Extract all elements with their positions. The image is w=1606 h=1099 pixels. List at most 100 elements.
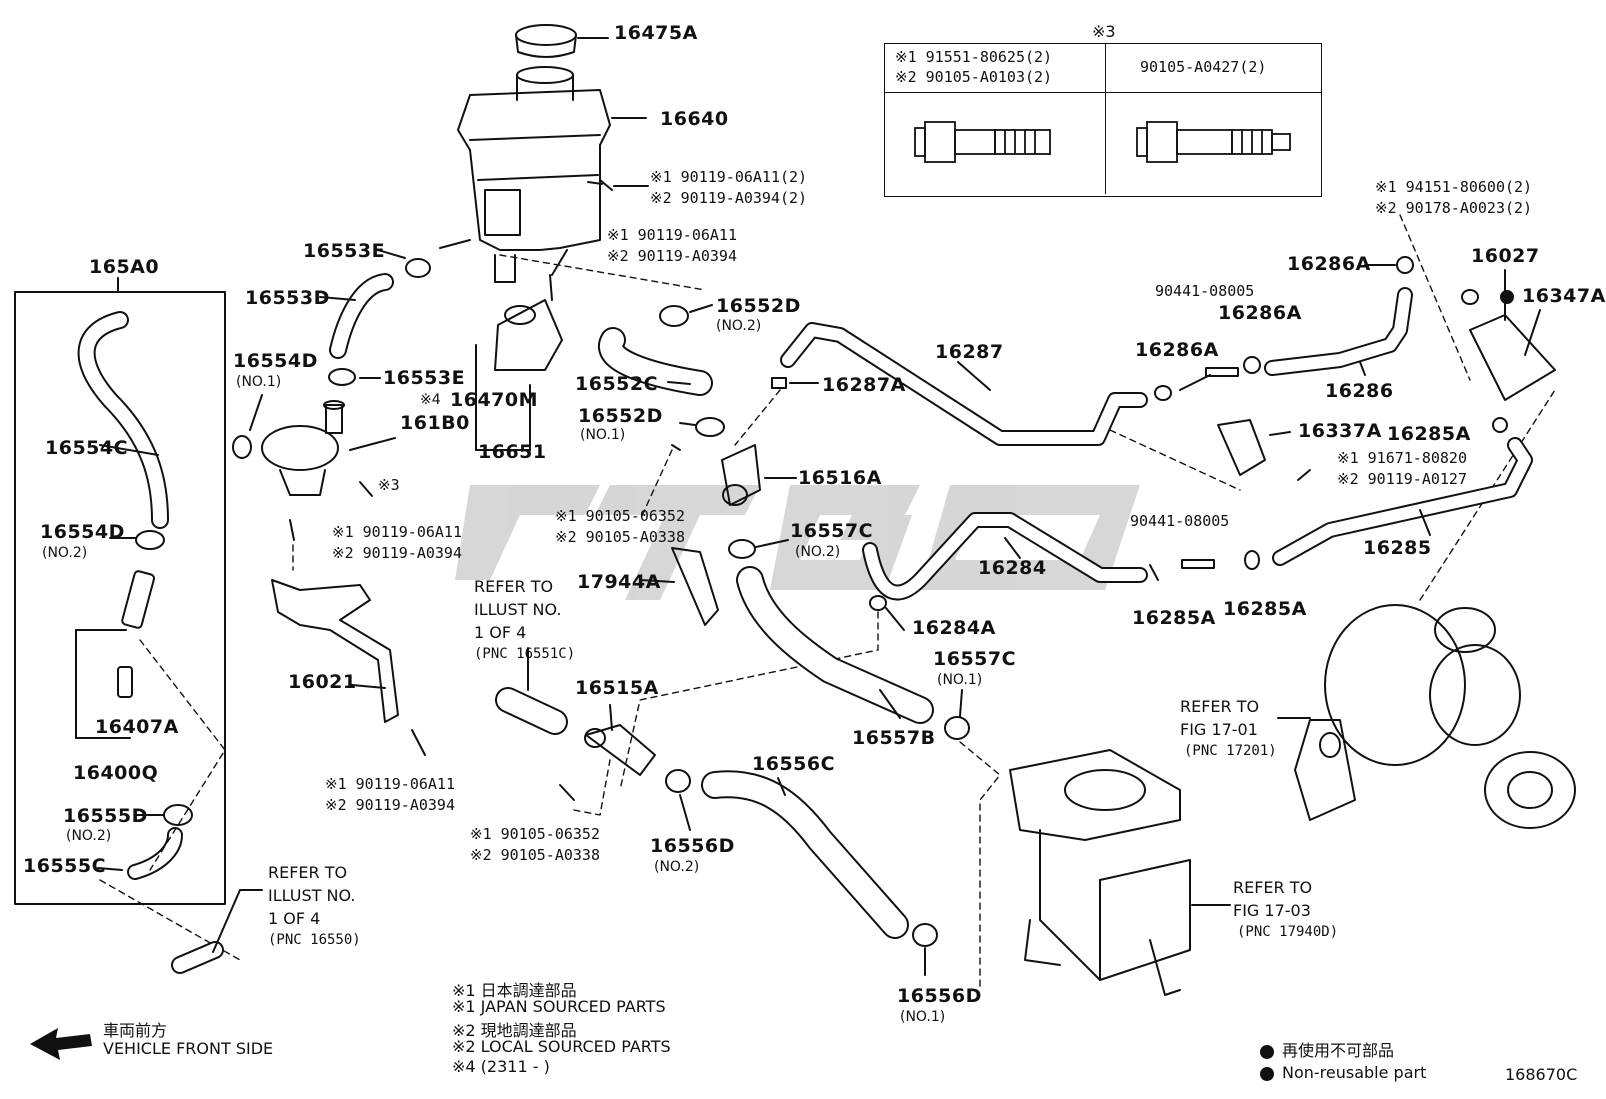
part-16552d-no1[interactable]: 16552D bbox=[578, 405, 663, 427]
bolt-tank-line1[interactable]: ※1 90119-06A11(2) bbox=[650, 168, 808, 186]
bolt-16515a-line1[interactable]: ※1 90105-06352 bbox=[470, 825, 600, 843]
part-17944a[interactable]: 17944A bbox=[577, 571, 661, 593]
part-16640[interactable]: 16640 bbox=[660, 108, 729, 130]
part-16554d-no1-sub: (NO.1) bbox=[236, 374, 282, 390]
legend-note1-en: ※1 JAPAN SOURCED PARTS bbox=[452, 997, 666, 1016]
part-16287a[interactable]: 16287A bbox=[822, 374, 906, 396]
bolt-valve-line1[interactable]: ※1 90105-06352 bbox=[555, 507, 685, 525]
front-arrow-icon bbox=[30, 1028, 92, 1060]
part-16475a[interactable]: 16475A bbox=[614, 22, 698, 44]
part-16552d-no2[interactable]: 16552D bbox=[716, 295, 801, 317]
ref-illust-16551c-line2: ILLUST NO. bbox=[474, 600, 562, 619]
part-16557c-no1[interactable]: 16557C bbox=[933, 648, 1017, 670]
figure-number: 168670C bbox=[1505, 1065, 1578, 1084]
part-16470m[interactable]: 16470M bbox=[450, 389, 539, 411]
part-16553e-lower[interactable]: 16553E bbox=[383, 367, 466, 389]
part-16554c[interactable]: 16554C bbox=[45, 437, 129, 459]
part-16407a[interactable]: 16407A bbox=[95, 716, 179, 738]
part-16347a[interactable]: 16347A bbox=[1500, 285, 1606, 307]
bolt-bracket-line2[interactable]: ※2 90119-A0394 bbox=[607, 247, 737, 265]
ref-fig-17-01-line2[interactable]: FIG 17-01 bbox=[1180, 720, 1258, 739]
part-16347a-label: 16347A bbox=[1522, 285, 1606, 307]
ref-illust-16550-line4[interactable]: (PNC 16550) bbox=[268, 932, 361, 948]
part-16556d-no1[interactable]: 16556D bbox=[897, 985, 982, 1007]
bolt-sensor-line1[interactable]: ※1 91671-80820 bbox=[1337, 449, 1467, 467]
bolt-16021-top-line2[interactable]: ※2 90119-A0394 bbox=[332, 544, 462, 562]
part-16651[interactable]: 16651 bbox=[478, 441, 547, 463]
part-165a0[interactable]: 165A0 bbox=[89, 256, 160, 278]
bolt-16021-bot-line2[interactable]: ※2 90119-A0394 bbox=[325, 796, 455, 814]
part-16286a-mid[interactable]: 16286A bbox=[1218, 302, 1302, 324]
part-16287[interactable]: 16287 bbox=[935, 341, 1004, 363]
part-16470m-note: ※4 bbox=[420, 392, 441, 408]
part-16552d-no2-sub: (NO.2) bbox=[716, 318, 762, 334]
part-16286a-left[interactable]: 16286A bbox=[1135, 339, 1219, 361]
part-16553e-top[interactable]: 16553E bbox=[303, 240, 386, 262]
part-16554d-no2[interactable]: 16554D bbox=[40, 521, 125, 543]
ref-illust-16551c-line4[interactable]: (PNC 16551C) bbox=[474, 646, 576, 662]
bolt-16021-top-line1[interactable]: ※1 90119-06A11 bbox=[332, 523, 462, 541]
part-16285a-right[interactable]: 16285A bbox=[1223, 598, 1307, 620]
part-16286[interactable]: 16286 bbox=[1325, 380, 1394, 402]
non-reusable-dot bbox=[1500, 289, 1514, 304]
part-161b0[interactable]: 161B0 bbox=[400, 412, 470, 434]
bolt-spec-table: ※1 91551-80625(2) ※2 90105-A0103(2) 9010… bbox=[884, 43, 1322, 197]
vehicle-front-jp: 車両前方 bbox=[103, 1021, 168, 1040]
non-reusable-en: Non-reusable part bbox=[1260, 1063, 1426, 1082]
part-16556d-no1-sub: (NO.1) bbox=[900, 1009, 946, 1025]
part-16554d-no2-sub: (NO.2) bbox=[42, 545, 88, 561]
ref-illust-16551c-line1: REFER TO bbox=[474, 577, 554, 596]
bolt-16515a-line2[interactable]: ※2 90105-A0338 bbox=[470, 846, 600, 864]
part-16516a[interactable]: 16516A bbox=[798, 467, 882, 489]
part-16337a[interactable]: 16337A bbox=[1298, 420, 1382, 442]
part-16556d-no2[interactable]: 16556D bbox=[650, 835, 735, 857]
bolt-16027-line1[interactable]: ※1 94151-80600(2) bbox=[1375, 178, 1533, 196]
part-16553d[interactable]: 16553D bbox=[245, 287, 330, 309]
bolt-drawings bbox=[914, 121, 1291, 163]
part-16555c[interactable]: 16555C bbox=[23, 855, 107, 877]
part-16555d[interactable]: 16555D bbox=[63, 805, 148, 827]
part-16284a[interactable]: 16284A bbox=[912, 617, 996, 639]
part-90441-08005-top[interactable]: 90441-08005 bbox=[1155, 282, 1255, 300]
bolt-16021-bot-line1[interactable]: ※1 90119-06A11 bbox=[325, 775, 455, 793]
table-cell-left-line1: ※1 91551-80625(2) bbox=[895, 48, 1053, 66]
part-16557c-no1-sub: (NO.1) bbox=[937, 672, 983, 688]
ref-fig-17-03-line2[interactable]: FIG 17-03 bbox=[1233, 901, 1311, 920]
part-16557c-no2-sub: (NO.2) bbox=[795, 544, 841, 560]
part-16400q[interactable]: 16400Q bbox=[73, 762, 159, 784]
ref-illust-16550-line1: REFER TO bbox=[268, 863, 348, 882]
ref-fig-17-03-line1: REFER TO bbox=[1233, 878, 1313, 897]
vehicle-front-en: VEHICLE FRONT SIDE bbox=[103, 1039, 274, 1058]
ref-fig-17-01-line3[interactable]: (PNC 17201) bbox=[1184, 743, 1277, 759]
part-16021[interactable]: 16021 bbox=[288, 671, 357, 693]
part-16557b[interactable]: 16557B bbox=[852, 727, 936, 749]
assembly-frame-165a0 bbox=[14, 291, 226, 905]
part-16286a-top[interactable]: 16286A bbox=[1287, 253, 1371, 275]
ref-illust-16550-line3: 1 OF 4 bbox=[268, 909, 321, 928]
part-16285[interactable]: 16285 bbox=[1363, 537, 1432, 559]
table-cell-left-line2: ※2 90105-A0103(2) bbox=[895, 68, 1053, 86]
part-16285a-top[interactable]: 16285A bbox=[1387, 423, 1471, 445]
bolt-sensor-line2[interactable]: ※2 90119-A0127 bbox=[1337, 470, 1467, 488]
part-90441-08005-bottom[interactable]: 90441-08005 bbox=[1130, 512, 1230, 530]
bolt-tank-line2[interactable]: ※2 90119-A0394(2) bbox=[650, 189, 808, 207]
part-16284[interactable]: 16284 bbox=[978, 557, 1047, 579]
part-16556c[interactable]: 16556C bbox=[752, 753, 836, 775]
bolt-pump[interactable]: ※3 bbox=[378, 476, 400, 494]
part-16552c[interactable]: 16552C bbox=[575, 373, 659, 395]
bolt-valve-line2[interactable]: ※2 90105-A0338 bbox=[555, 528, 685, 546]
part-16027[interactable]: 16027 bbox=[1471, 245, 1540, 267]
part-16515a[interactable]: 16515A bbox=[575, 677, 659, 699]
table-caption: ※3 bbox=[1092, 22, 1116, 41]
part-16557c-no2[interactable]: 16557C bbox=[790, 520, 874, 542]
legend-note2-en: ※2 LOCAL SOURCED PARTS bbox=[452, 1037, 671, 1056]
ref-illust-16551c-line3: 1 OF 4 bbox=[474, 623, 527, 642]
part-16285a-left[interactable]: 16285A bbox=[1132, 607, 1216, 629]
part-16554d-no1[interactable]: 16554D bbox=[233, 350, 318, 372]
legend-note4: ※4 (2311 - ) bbox=[452, 1057, 550, 1076]
ref-fig-17-03-line3[interactable]: (PNC 17940D) bbox=[1237, 924, 1339, 940]
bolt-16027-line2[interactable]: ※2 90178-A0023(2) bbox=[1375, 199, 1533, 217]
bolt-bracket-line1[interactable]: ※1 90119-06A11 bbox=[607, 226, 737, 244]
